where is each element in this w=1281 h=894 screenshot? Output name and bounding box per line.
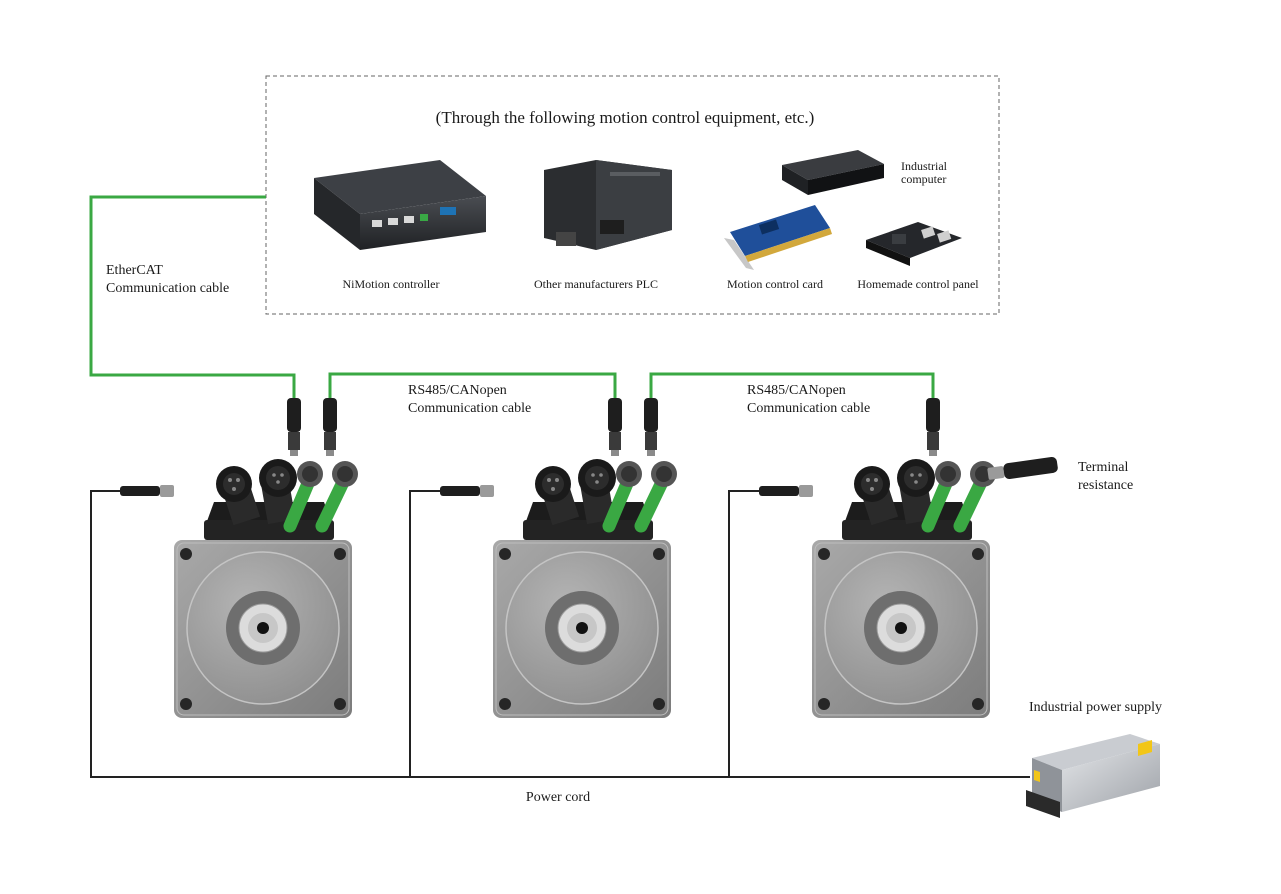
industrial-computer-label: Industrial computer — [901, 160, 947, 186]
plc-label: Other manufacturers PLC — [534, 277, 658, 291]
ethercat-cable-line — [89, 195, 296, 398]
rs485-cable-line-2 — [649, 372, 935, 398]
terminal-label-line1: Terminal — [1078, 460, 1129, 475]
control-panel-image — [866, 222, 962, 266]
industrial-computer-image — [782, 150, 884, 195]
industrial-computer-label-line1: Industrial — [901, 159, 947, 173]
nimotion-controller-image — [314, 160, 486, 250]
servo-motor-3 — [812, 459, 996, 718]
ethercat-cable-label: EtherCAT Communication cable — [106, 262, 229, 298]
rs485-label-1-line2: Communication cable — [408, 401, 532, 416]
rs485-cable-line-1 — [328, 372, 617, 398]
terminal-resistance-label: Terminal resistance — [1078, 459, 1133, 495]
rs485-label-2-line1: RS485/CANopen — [747, 383, 846, 398]
power-cord-line — [90, 490, 1030, 778]
comm-cables — [89, 195, 935, 398]
servo-motor-1 — [174, 459, 358, 718]
power-cord-label: Power cord — [525, 790, 591, 805]
terminal-resistor — [987, 456, 1058, 480]
power-supply-image — [1026, 734, 1160, 818]
industrial-computer-label-line2: computer — [901, 172, 947, 186]
equipment-box-title: (Through the following motion control eq… — [435, 108, 815, 127]
rs485-cable-label-1: RS485/CANopen Communication cable — [408, 382, 531, 418]
power-cables — [90, 490, 1030, 778]
motion-card-image — [724, 205, 832, 270]
motion-card-label: Motion control card — [727, 277, 823, 291]
rs485-cable-label-2: RS485/CANopen Communication cable — [747, 382, 870, 418]
equipment-box — [265, 75, 1000, 315]
control-panel-label: Homemade control panel — [857, 277, 979, 291]
rs485-label-2-line2: Communication cable — [747, 401, 871, 416]
rs485-label-1-line1: RS485/CANopen — [408, 383, 507, 398]
terminal-label-line2: resistance — [1078, 478, 1134, 493]
ethercat-label-line1: EtherCAT — [106, 263, 163, 278]
plc-image — [544, 160, 672, 250]
power-supply-label: Industrial power supply — [1029, 700, 1162, 715]
servo-motor-2 — [493, 459, 677, 718]
nimotion-controller-label: NiMotion controller — [342, 277, 440, 291]
ethercat-label-line2: Communication cable — [106, 281, 230, 296]
